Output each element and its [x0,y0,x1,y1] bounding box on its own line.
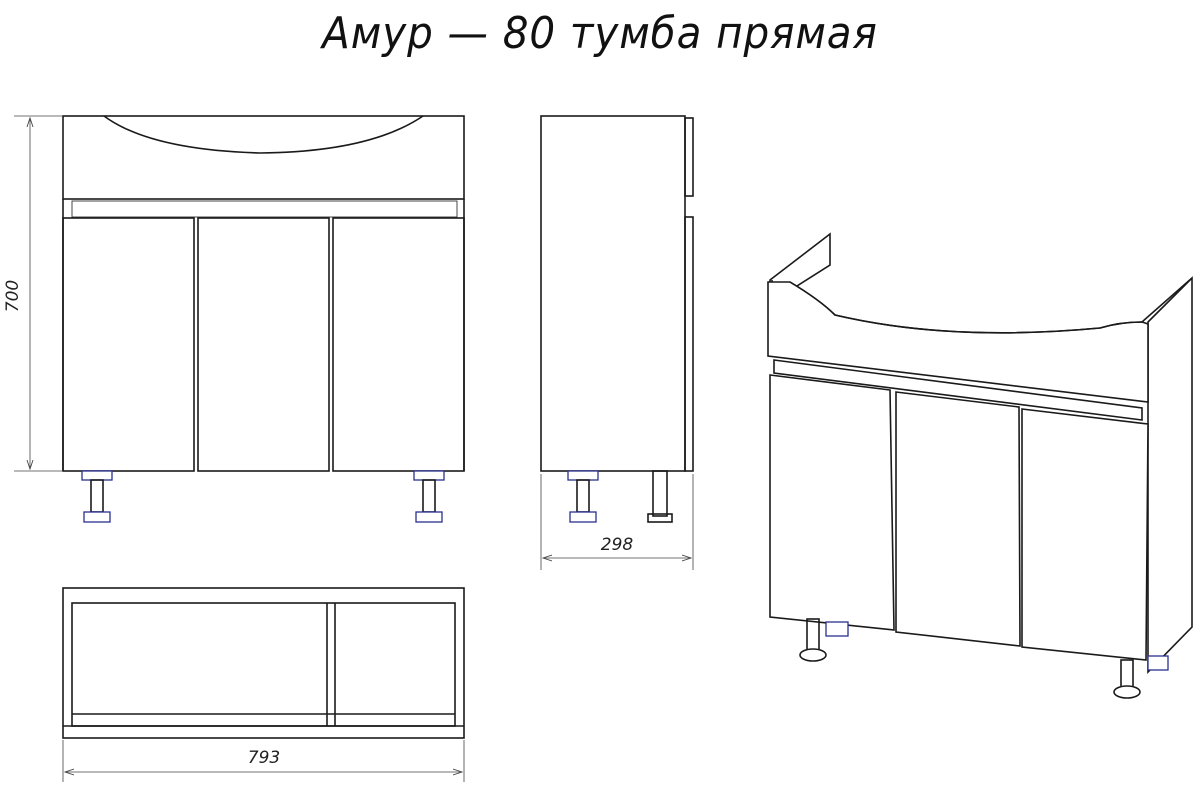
iso-door-middle [895,391,1021,647]
front-top-panel [62,115,465,200]
front-leg-right [413,470,445,523]
iso-door-right [1021,408,1149,661]
height-dimension-label: 700 [3,280,23,312]
front-door-right [332,217,465,472]
front-door-left [62,217,195,472]
iso-leg-front-left [799,618,827,662]
side-leg-back [567,470,599,523]
side-leg-front [647,470,673,523]
iso-door-left [769,374,895,631]
iso-leg-back-right [1147,655,1169,671]
width-dimension-label: 793 [248,748,280,768]
iso-rail [773,359,1143,421]
front-rail [71,200,458,218]
plan-inner [71,602,456,727]
front-leg-left [81,470,113,523]
side-body [540,115,686,472]
side-door-edge [684,216,694,472]
iso-leg-front-right [1113,659,1141,699]
drawing-title: Амур — 80 тумба прямая [322,8,878,59]
front-sink-curve [103,115,424,154]
depth-dimension-label: 298 [601,535,634,555]
iso-right-side-panel [1147,276,1193,674]
top-view [62,587,465,782]
iso-leg-back-left [825,621,849,637]
side-top-edge [684,117,694,197]
plan-outline [62,587,465,739]
front-door-middle [197,217,330,472]
front-view [14,115,465,523]
isometric-view [767,232,1193,699]
side-view [540,115,694,570]
